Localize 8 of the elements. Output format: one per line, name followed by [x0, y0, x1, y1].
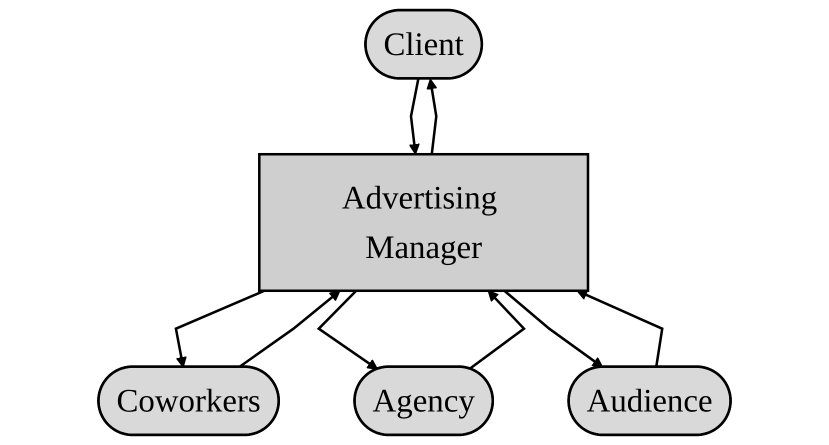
arrow	[468, 290, 526, 370]
arrow	[316, 290, 378, 370]
arrow	[504, 290, 604, 368]
arrow	[408, 78, 420, 155]
arrow	[576, 290, 664, 368]
arrow	[426, 78, 438, 154]
node-box: Advertising Manager	[258, 152, 590, 292]
arrow	[174, 290, 265, 368]
